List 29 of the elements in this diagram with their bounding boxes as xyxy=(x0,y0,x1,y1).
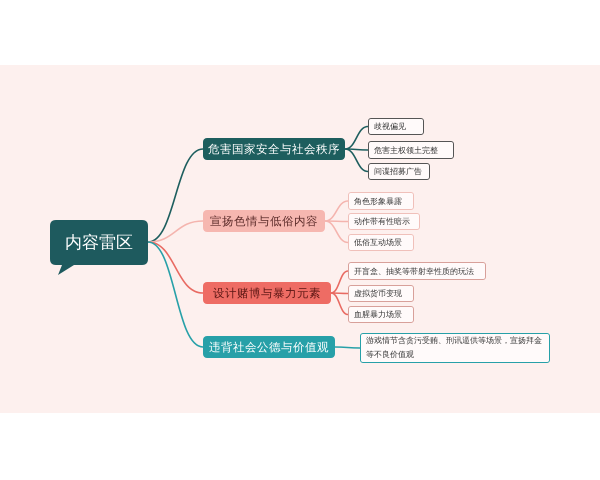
item-box: 血腥暴力场景 xyxy=(348,306,414,323)
connector xyxy=(330,292,348,316)
item-box: 危害主权领土完整 xyxy=(368,141,454,159)
connector xyxy=(331,292,348,294)
category-box: 宣扬色情与低俗内容 xyxy=(203,210,325,232)
connector xyxy=(345,148,368,151)
connector xyxy=(335,346,360,349)
item-box: 游戏情节含贪污受贿、刑讯逼供等场景，宣扬拜金等不良价值观 xyxy=(360,333,550,363)
item-box: 开盲盒、抽奖等带射幸性质的玩法 xyxy=(348,262,486,280)
connector xyxy=(324,220,348,244)
item-box: 歧视偏见 xyxy=(368,118,424,135)
connector xyxy=(325,220,348,222)
item-box: 低俗互动场景 xyxy=(348,234,414,251)
topic-label: 内容雷区 xyxy=(64,232,134,255)
connector xyxy=(324,200,348,222)
category-box: 危害国家安全与社会秩序 xyxy=(203,138,345,160)
speech-bubble xyxy=(50,220,148,275)
connector xyxy=(344,148,368,172)
item-box: 虚拟货币变现 xyxy=(348,285,414,302)
connector xyxy=(148,241,204,294)
connector xyxy=(148,220,204,243)
item-box: 动作带有性暗示 xyxy=(348,213,420,230)
connector xyxy=(148,241,204,348)
category-box: 违背社会公德与价值观 xyxy=(203,336,335,358)
connector xyxy=(344,126,368,150)
item-box: 间谍招募广告 xyxy=(368,163,430,180)
connector xyxy=(330,270,348,294)
category-box: 设计赌博与暴力元素 xyxy=(203,282,331,304)
item-box: 角色形象暴露 xyxy=(348,192,414,210)
